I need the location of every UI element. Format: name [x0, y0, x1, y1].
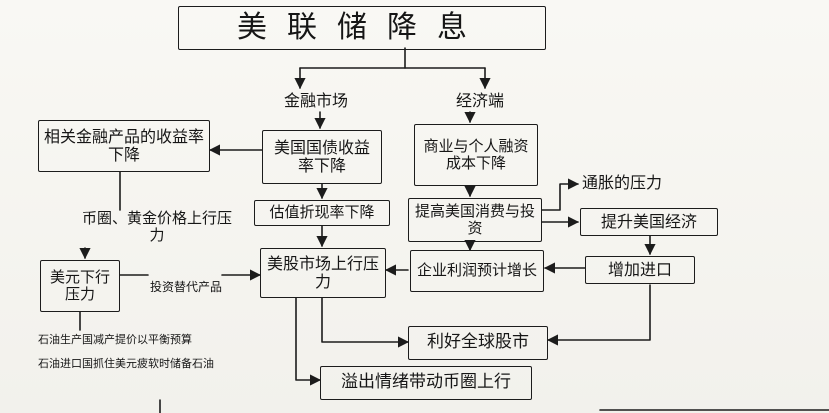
node-usd-down-label: 美元下行压力: [49, 267, 110, 303]
consumption-to-inflation: [541, 178, 580, 211]
note-oil-importers: 石油进口国抓住美元疲软时储备石油: [38, 357, 214, 370]
node-currency-gold: 币圈、黄金价格上行压力: [82, 209, 233, 245]
node-global-stocks-label: 利好全球股市: [427, 332, 529, 353]
node-related-products-label: 相关金融产品的收益率下降: [43, 126, 204, 164]
imports-to-global: [546, 284, 651, 346]
node-financing-cost: 商业与个人融资成本下降: [414, 124, 538, 186]
node-usd-down: 美元下行压力: [40, 260, 120, 312]
node-financing-cost-label: 商业与个人融资成本下降: [423, 136, 529, 172]
title-box: 美联储降息: [178, 6, 546, 50]
stock-to-global: [321, 297, 410, 348]
branch-label-financial: 金融市场: [284, 91, 349, 110]
node-us-stock-pressure: 美股市场上行压力: [260, 248, 386, 298]
note-oil-producers: 石油生产国减产提价以平衡预算: [38, 333, 192, 346]
node-currency-gold-label: 币圈、黄金价格上行压力: [82, 209, 233, 245]
node-related-products: 相关金融产品的收益率下降: [38, 120, 210, 172]
node-inflation-pressure: 通胀的压力: [582, 173, 663, 192]
node-valuation-discount-label: 估值折现率下降: [269, 203, 375, 222]
node-us-stock-pressure-label: 美股市场上行压力: [266, 253, 379, 291]
branch-label-economic: 经济端: [456, 91, 505, 110]
node-spillover-label: 溢出情绪带动币圈上行: [341, 372, 511, 393]
node-consumption-investment-label: 提高美国消费与投资: [414, 201, 535, 237]
page-title: 美联储降息: [237, 9, 487, 45]
node-enterprise-profit: 企业利润预计增长: [410, 250, 544, 292]
node-us-treasury-yield-label: 美国国债收益率下降: [273, 137, 370, 175]
stock-to-spillover: [295, 297, 322, 386]
node-boost-economy: 提升美国经济: [580, 208, 718, 236]
node-boost-economy-label: 提升美国经济: [600, 211, 697, 231]
node-global-stocks: 利好全球股市: [408, 326, 548, 360]
node-enterprise-profit-label: 企业利润预计增长: [416, 261, 537, 280]
node-investment-substitute: 投资替代产品: [150, 280, 223, 294]
node-increase-imports-label: 增加进口: [607, 259, 672, 279]
node-increase-imports: 增加进口: [585, 256, 695, 284]
node-valuation-discount: 估值折现率下降: [254, 200, 390, 226]
node-spillover: 溢出情绪带动币圈上行: [320, 366, 532, 400]
node-us-treasury-yield: 美国国债收益率下降: [262, 130, 382, 184]
node-consumption-investment: 提高美国消费与投资: [408, 198, 542, 242]
